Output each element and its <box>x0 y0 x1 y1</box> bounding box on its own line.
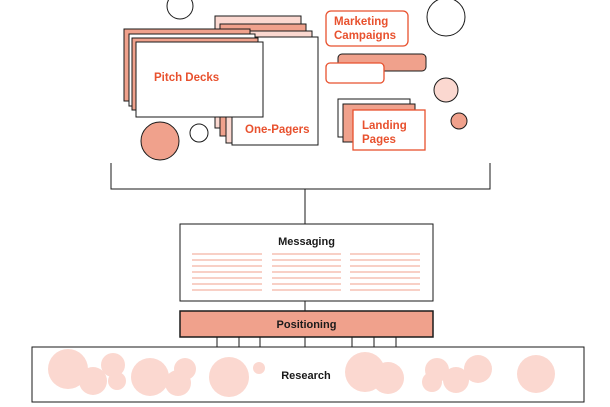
landing-page-front <box>352 109 426 151</box>
outline-circle-top <box>166 0 194 20</box>
marketing-campaigns: Marketing Campaigns <box>325 10 409 47</box>
landing-label-line1: Landing <box>362 120 407 132</box>
messaging-box: Messaging <box>179 223 434 302</box>
pitch-decks-stack: Pitch Decks <box>123 28 264 118</box>
outline-circle-right <box>426 0 466 37</box>
positioning-label: Positioning <box>277 319 337 331</box>
positioning-frame <box>179 310 434 338</box>
pitch-decks-label: Pitch Decks <box>154 72 219 84</box>
salmon-circle-large <box>140 121 180 161</box>
messaging-text-lines <box>192 253 420 291</box>
research-label: Research <box>281 370 331 382</box>
research-bar: Research <box>31 346 585 403</box>
outline-circle-small <box>189 123 209 143</box>
salmon-circle-small <box>450 112 468 130</box>
landing-label-line2: Pages <box>362 134 396 146</box>
research-connectors <box>216 337 397 347</box>
positioning-bar: Positioning <box>179 310 434 338</box>
ad-banners <box>325 53 427 84</box>
messaging-frame <box>179 223 434 302</box>
marketing-label-line1: Marketing <box>334 16 388 28</box>
marketing-label-line2: Campaigns <box>334 30 396 42</box>
research-frame <box>31 346 585 403</box>
research-bubbles <box>48 349 555 397</box>
pale-circle-right <box>433 77 459 103</box>
one-pagers-label: One-Pagers <box>245 124 310 136</box>
pitch-deck-front <box>135 41 264 118</box>
landing-pages-stack: Landing Pages <box>337 98 426 151</box>
marketing-box <box>325 10 409 47</box>
banner-front <box>325 62 385 84</box>
connector-bracket <box>110 163 491 224</box>
messaging-label: Messaging <box>278 236 335 248</box>
